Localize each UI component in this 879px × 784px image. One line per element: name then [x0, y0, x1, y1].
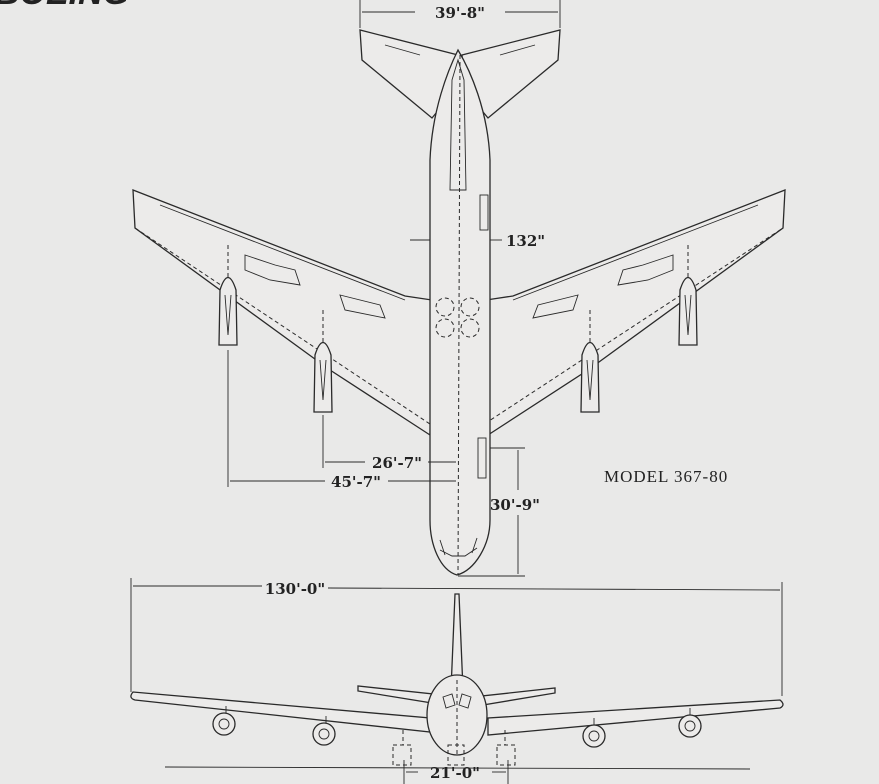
- top-view-dimensions: 39'-8" 132" 26'-7" 45'-7" 30'-9": [227, 0, 561, 577]
- fuselage-width-dimension: 132": [506, 232, 545, 250]
- front-left-wing: [130, 691, 431, 733]
- landing-gear: [392, 730, 516, 766]
- front-right-wing: [487, 699, 784, 736]
- gear-track-dimension: 21'-0": [430, 764, 480, 782]
- top-view: [132, 29, 786, 576]
- engine-right-outer: [678, 245, 698, 346]
- outer-engine-dimension: 45'-7": [331, 473, 381, 491]
- front-engines: [212, 706, 702, 748]
- fuselage-top: [429, 48, 491, 576]
- nose-to-wing-dimension: 30'-9": [490, 496, 540, 514]
- engine-right-inner: [580, 310, 600, 413]
- left-wing: [132, 189, 433, 437]
- tail-span-dimension: 39'-8": [435, 4, 485, 22]
- engine-left-outer: [218, 245, 238, 346]
- front-view: 130'-0" 21'-0": [130, 578, 784, 784]
- engine-left-inner: [313, 310, 333, 413]
- ground-line: [164, 766, 751, 770]
- model-title: MODEL 367-80: [604, 467, 728, 486]
- inner-engine-dimension: 26'-7": [372, 454, 422, 472]
- wingspan-dimension: 130'-0": [265, 580, 325, 598]
- right-wing: [485, 189, 786, 437]
- boeing-logo: BOEING: [0, 0, 129, 12]
